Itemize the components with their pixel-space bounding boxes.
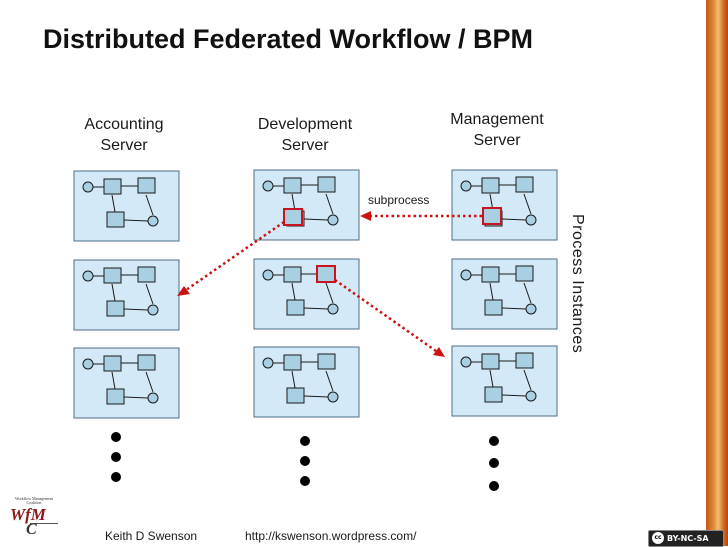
- highlighted-activity-dev-1: [283, 208, 303, 226]
- wfmc-logo: Workflow Management Coalition WfM C: [8, 497, 60, 541]
- accounting-server-label: Accounting Server: [84, 116, 164, 154]
- management-process-instance-3: [451, 345, 558, 417]
- arrow-dev-to-accounting: [185, 220, 285, 292]
- logo-caption: Workflow Management Coalition: [15, 496, 53, 505]
- arrow-dev-to-mgmt: [334, 278, 437, 353]
- cc-icon: cc: [652, 532, 664, 544]
- development-process-instance-3: [253, 346, 360, 418]
- ellipsis-dot: [111, 472, 121, 482]
- cc-license-text: BY-NC-SA: [667, 534, 709, 543]
- accounting-process-instance-2: [73, 259, 180, 331]
- management-server-label: Management Server: [450, 111, 544, 149]
- decorative-side-band: [706, 0, 728, 546]
- ellipsis-dot: [111, 452, 121, 462]
- development-process-instance-2: [253, 258, 360, 330]
- management-process-instance-1: [451, 169, 558, 241]
- logo-rule: [30, 523, 58, 524]
- logo-sub-text: C: [26, 521, 37, 538]
- management-process-instance-2: [451, 258, 558, 330]
- ellipsis-dot: [111, 432, 121, 442]
- highlighted-activity-dev-2: [316, 265, 336, 283]
- arrowhead-mgmt-to-dev: [360, 211, 371, 221]
- logo-main-text: WfM: [10, 505, 46, 524]
- footer-url[interactable]: http://kswenson.wordpress.com/: [245, 529, 417, 543]
- ellipsis-dot: [300, 476, 310, 486]
- highlighted-activity-mgmt-1: [482, 207, 502, 225]
- arrowhead-dev-to-mgmt: [433, 347, 445, 357]
- ellipsis-dot: [300, 456, 310, 466]
- footer-author: Keith D Swenson: [105, 529, 198, 543]
- process-instances-label: Process Instances: [569, 214, 586, 354]
- arrowhead-dev-to-accounting: [177, 286, 190, 296]
- ellipsis-dot: [489, 458, 499, 468]
- ellipsis-dot: [489, 481, 499, 491]
- development-process-instance-1: [253, 169, 360, 241]
- subprocess-label: subprocess: [368, 193, 430, 207]
- accounting-process-instance-3: [73, 347, 180, 419]
- development-server-label: Development Server: [257, 116, 353, 154]
- slide-title: Distributed Federated Workflow / BPM: [43, 24, 534, 54]
- accounting-process-instance-1: [73, 170, 180, 242]
- ellipsis-dot: [300, 436, 310, 446]
- ellipsis-dot: [489, 436, 499, 446]
